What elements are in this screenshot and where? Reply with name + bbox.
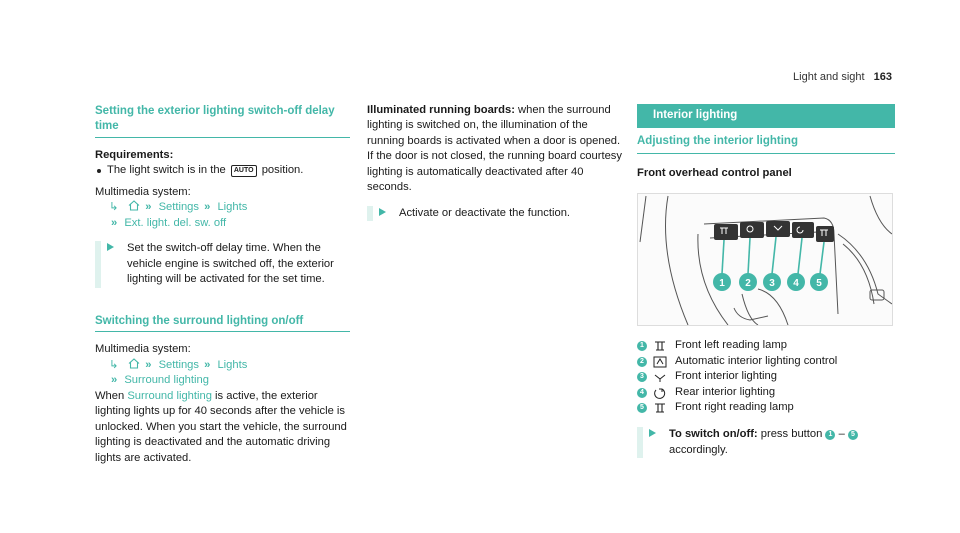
multimedia-system-label: Multimedia system:	[95, 343, 191, 356]
legend-item: 1 Front left reading lamp	[637, 338, 895, 353]
page-header: Light and sight 163	[793, 70, 892, 85]
rear-interior-icon	[654, 388, 666, 399]
callout-3: 3	[769, 278, 775, 289]
multimedia-system-label: Multimedia system:	[95, 185, 191, 198]
running-boards-paragraph: Illuminated running boards: when the sur…	[367, 104, 622, 194]
front-interior-icon	[654, 374, 666, 383]
legend-item: 2 Automatic interior lighting control	[637, 354, 895, 369]
legend-number: 2	[637, 356, 647, 367]
legend-number: 1	[637, 341, 647, 352]
overhead-panel-illustration: 1 2 3 4 5	[638, 194, 892, 326]
instruction-step: To switch on/off: press button 1 – 5 acc…	[637, 427, 895, 459]
menu-settings[interactable]: Settings	[158, 201, 199, 214]
section-name: Light and sight	[793, 71, 865, 83]
section-bar-interior-lighting: Interior lighting	[637, 104, 895, 128]
column-middle: Illuminated running boards: when the sur…	[367, 0, 622, 222]
instruction-step: Activate or deactivate the function.	[367, 205, 622, 222]
menu-settings[interactable]: Settings	[158, 358, 199, 371]
reading-lamp-icon	[655, 341, 665, 351]
section-title-surround-lighting: Switching the surround lighting on/off	[95, 314, 350, 333]
menu-lights[interactable]: Lights	[217, 358, 248, 371]
reading-lamp-icon	[655, 403, 665, 413]
double-chevron-icon: »	[145, 201, 152, 214]
menu-lights[interactable]: Lights	[217, 201, 248, 214]
legend-number: 4	[637, 387, 647, 398]
legend-item: 3 Front interior lighting	[637, 369, 895, 384]
menu-path-2: ↳ » Settings » Lights » Surround lightin…	[109, 358, 350, 389]
double-chevron-icon: »	[145, 358, 152, 371]
home-icon	[128, 358, 140, 369]
legend-item: 5 Front right reading lamp	[637, 400, 895, 415]
section-title-switch-off-delay: Setting the exterior lighting switch-off…	[95, 104, 350, 138]
step-arrow-icon	[379, 207, 386, 216]
instruction-step: Set the switch-off delay time. When the …	[95, 241, 350, 288]
return-arrow-icon: ↳	[109, 201, 119, 214]
callout-1: 1	[719, 278, 725, 289]
button-ref-1: 1	[825, 430, 836, 441]
legend-number: 5	[637, 402, 647, 413]
auto-interior-icon	[653, 356, 667, 368]
step-arrow-icon	[649, 429, 656, 438]
double-chevron-icon: »	[204, 201, 211, 214]
button-ref-5: 5	[847, 430, 858, 441]
surround-lighting-description: When Surround lighting is active, the ex…	[95, 389, 347, 464]
double-chevron-icon: »	[111, 216, 118, 229]
column-left: Setting the exterior lighting switch-off…	[95, 0, 350, 466]
double-chevron-icon: »	[111, 374, 118, 387]
panel-title: Front overhead control panel	[637, 166, 792, 179]
auto-switch-icon: AUTO	[230, 165, 257, 178]
column-right: Interior lighting Adjusting the interior…	[637, 0, 895, 459]
step-arrow-icon	[107, 243, 114, 252]
legend-item: 4 Rear interior lighting	[637, 385, 895, 400]
page-number: 163	[873, 71, 892, 83]
legend-list: 1 Front left reading lamp 2 Automatic in…	[637, 338, 895, 415]
legend-number: 3	[637, 372, 647, 383]
menu-path-1: ↳ » Settings » Lights » Ext. light. del.…	[109, 200, 350, 231]
menu-surround-lighting[interactable]: Surround lighting	[124, 374, 209, 387]
callout-2: 2	[745, 278, 751, 289]
overhead-panel-figure: 1 2 3 4 5	[637, 193, 893, 327]
requirements-label: Requirements:	[95, 148, 174, 161]
callout-4: 4	[793, 278, 799, 289]
menu-ext-light-delay[interactable]: Ext. light. del. sw. off	[124, 216, 227, 229]
requirement-item: The light switch is in the AUTO position…	[95, 163, 350, 178]
double-chevron-icon: »	[204, 358, 211, 371]
callout-5: 5	[816, 278, 822, 289]
section-title-adjusting-interior: Adjusting the interior lighting	[637, 134, 895, 154]
surround-lighting-link[interactable]: Surround lighting	[127, 389, 212, 402]
return-arrow-icon: ↳	[109, 358, 119, 371]
home-icon	[128, 200, 140, 211]
